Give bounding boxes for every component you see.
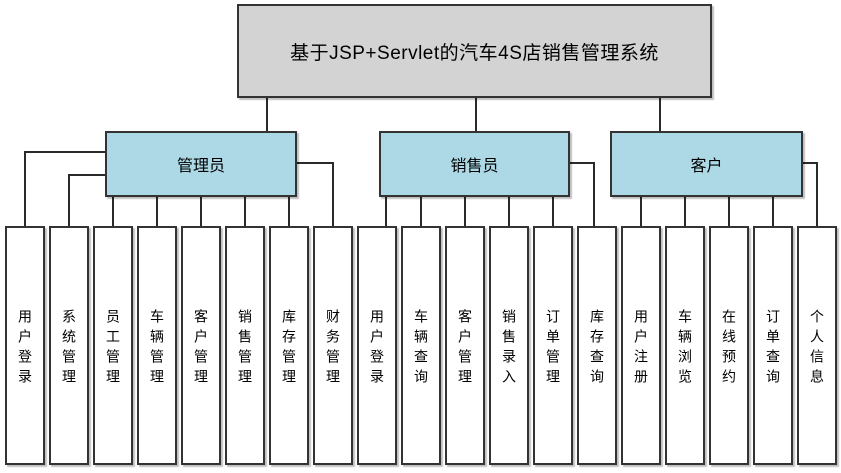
role-customer-label: 客户	[690, 158, 723, 175]
leaf-seller-sales-entry: 销售录入	[489, 226, 529, 465]
leaf-admin-customer-mgmt: 客户管理	[181, 226, 221, 465]
leaf-admin-sales-mgmt: 销售管理	[225, 226, 265, 465]
role-box-seller: 销售员	[379, 131, 570, 197]
role-box-customer: 客户	[610, 131, 803, 197]
leaf-customer-personal-info: 个人信息	[797, 226, 837, 465]
leaf-label: 车辆浏览	[677, 308, 693, 389]
leaf-label: 库存查询	[589, 308, 605, 389]
leaf-admin-inventory-mgmt: 库存管理	[269, 226, 309, 465]
leaf-customer-order-query: 订单查询	[753, 226, 793, 465]
leaf-admin-finance-mgmt: 财务管理	[313, 226, 353, 465]
leaf-label: 系统管理	[61, 308, 77, 389]
leaf-label: 在线预约	[721, 308, 737, 389]
leaf-label: 员工管理	[105, 308, 121, 389]
role-seller-label: 销售员	[450, 158, 499, 175]
leaf-label: 财务管理	[325, 308, 341, 389]
leaf-label: 库存管理	[281, 308, 297, 389]
leaf-seller-user-login: 用户登录	[357, 226, 397, 465]
leaf-label: 用户登录	[369, 308, 385, 389]
leaf-label: 销售管理	[237, 308, 253, 389]
leaf-label: 用户登录	[17, 308, 33, 389]
diagram-title: 基于JSP+Servlet的汽车4S店销售管理系统	[290, 42, 659, 64]
leaf-label: 客户管理	[457, 308, 473, 389]
leaf-admin-vehicle-mgmt: 车辆管理	[137, 226, 177, 465]
title-box: 基于JSP+Servlet的汽车4S店销售管理系统	[237, 4, 712, 98]
leaf-customer-vehicle-browse: 车辆浏览	[665, 226, 705, 465]
leaf-admin-system-mgmt: 系统管理	[49, 226, 89, 465]
leaf-label: 车辆管理	[149, 308, 165, 389]
role-box-admin: 管理员	[105, 131, 297, 197]
leaf-label: 订单管理	[545, 308, 561, 389]
leaf-label: 个人信息	[809, 308, 825, 389]
leaf-seller-order-mgmt: 订单管理	[533, 226, 573, 465]
leaf-label: 用户注册	[633, 308, 649, 389]
leaf-customer-user-register: 用户注册	[621, 226, 661, 465]
leaf-seller-inventory-query: 库存查询	[577, 226, 617, 465]
leaf-label: 订单查询	[765, 308, 781, 389]
role-admin-label: 管理员	[176, 158, 225, 175]
leaf-admin-user-login: 用户登录	[5, 226, 45, 465]
leaf-customer-online-booking: 在线预约	[709, 226, 749, 465]
leaf-label: 车辆查询	[413, 308, 429, 389]
leaf-seller-customer-mgmt: 客户管理	[445, 226, 485, 465]
leaf-label: 销售录入	[501, 308, 517, 389]
leaf-seller-vehicle-query: 车辆查询	[401, 226, 441, 465]
leaf-admin-employee-mgmt: 员工管理	[93, 226, 133, 465]
leaf-label: 客户管理	[193, 308, 209, 389]
